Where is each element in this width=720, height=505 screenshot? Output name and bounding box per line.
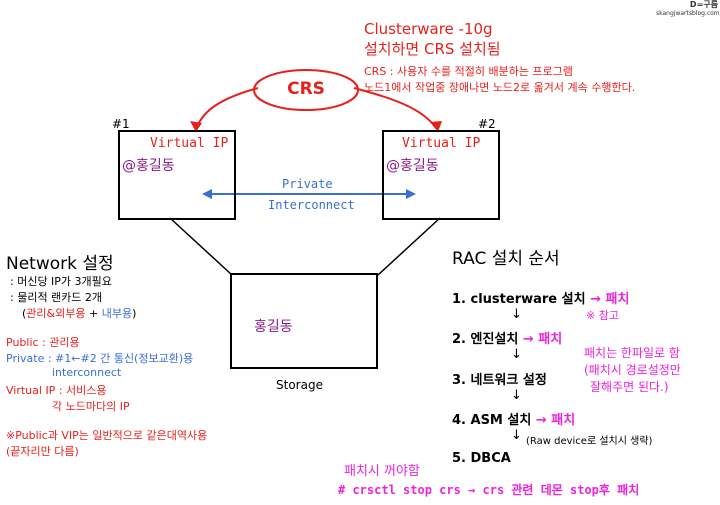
network-line2: : 물리적 랜카드 2개 — [10, 291, 103, 304]
rac-title: RAC 설치 순서 — [452, 249, 560, 269]
private-val: : #1←#2 간 통신(정보교환)용 — [44, 352, 194, 365]
rac-step-3: 3. 네트워크 설정 — [452, 373, 547, 388]
network-note-2: (끝자리만 다름) — [6, 445, 79, 458]
interconnect-label-2: Interconnect — [268, 198, 355, 212]
interconnect-label-1: Private — [282, 177, 333, 191]
network-line3: (관리&외부용 + 내부용) — [22, 305, 136, 321]
node1-storage-link — [169, 217, 233, 276]
corner-logo: D=구름 skangjwartsblog.com — [656, 0, 720, 18]
arrow-down-2: ↓ — [511, 347, 522, 362]
step2-note-1: 패치는 한파일로 함 — [584, 346, 680, 360]
public-line: Public : 관리용 — [6, 334, 80, 350]
nic-internal: 내부용 — [101, 307, 133, 320]
vip-key: Virtual IP — [6, 384, 56, 397]
step1-patch: → 패치 — [590, 292, 630, 307]
rac-step-2: 2. 엔진설치 → 패치 — [452, 328, 562, 347]
footer-command: # crsctl stop crs → crs 관련 데몬 stop후 패치 — [338, 483, 640, 497]
paren-close: ) — [132, 307, 137, 320]
nic-external: 관리&외부용 — [26, 307, 86, 320]
crs-label: CRS — [287, 79, 325, 99]
storage-owner: 홍길동 — [254, 319, 293, 335]
step2-note-2: (패치시 경로설정만 — [584, 363, 681, 377]
rac-step-5: 5. DBCA — [452, 451, 511, 466]
step1-note: ※ 참고 — [586, 309, 619, 322]
node2-storage-link — [377, 217, 441, 276]
node2-owner: @홍길동 — [386, 158, 439, 174]
private-key: Private — [6, 352, 45, 365]
private-line: Private : #1←#2 간 통신(정보교환)용 — [6, 350, 193, 366]
node1-tag: #1 — [112, 117, 130, 131]
network-title: Network 설정 — [6, 254, 114, 274]
public-val: : 관리용 — [38, 336, 80, 349]
arrow-down-3: ↓ — [511, 388, 522, 403]
logo-line2: skangjwartsblog.com — [656, 10, 720, 17]
logo-line1: D=구름 — [689, 0, 718, 9]
network-line1: : 머신당 IP가 3개필요 — [10, 275, 112, 288]
arrow-down-1: ↓ — [511, 307, 522, 322]
crs-description-1: CRS : 사용자 수를 적절히 배분하는 프로그램 — [364, 65, 573, 78]
step1-label: 1. clusterware 설치 — [452, 292, 586, 307]
rac-step-1: 1. clusterware 설치 → 패치 — [452, 288, 629, 307]
node1-box — [118, 130, 236, 220]
step2-label: 2. 엔진설치 — [452, 332, 519, 347]
node2-box — [382, 130, 500, 220]
storage-label: Storage — [276, 378, 323, 392]
private-val2: interconnect — [52, 366, 122, 379]
crs-arrow-node1 — [195, 87, 259, 131]
step4-label: 4. ASM 설치 — [452, 413, 532, 428]
vip-val2: 각 노드마다의 IP — [52, 400, 130, 413]
header-title: Clusterware -10g — [364, 20, 493, 38]
node2-tag: #2 — [478, 117, 496, 131]
network-note-1: ※Public과 VIP는 일반적으로 같은대역사용 — [6, 429, 208, 442]
vip-val: : 서비스용 — [55, 384, 107, 397]
storage-box — [230, 273, 378, 369]
crs-description-2: 노드1에서 작업중 장애나면 노드2로 옮겨서 계속 수행한다. — [364, 81, 636, 94]
public-key: Public — [6, 336, 39, 349]
node1-vip: Virtual IP — [150, 136, 229, 151]
node1-owner: @홍길동 — [122, 158, 175, 174]
footer-note: 패치시 꺼야함 — [344, 464, 420, 479]
step2-patch: → 패치 — [522, 332, 563, 347]
header-subtitle: 설치하면 CRS 설치됨 — [364, 40, 501, 58]
step2-note-3: 잘해주면 된다.) — [590, 380, 669, 394]
vip-line: Virtual IP : 서비스용 — [6, 382, 107, 398]
plus: + — [85, 307, 102, 320]
arrow-down-4: ↓ — [511, 428, 522, 443]
node2-vip: Virtual IP — [402, 136, 481, 151]
paren-open: ( — [22, 307, 27, 320]
step4-patch: → 패치 — [535, 413, 576, 428]
step4-note: (Raw device로 설치시 생략) — [526, 436, 653, 447]
rac-step-4: 4. ASM 설치 → 패치 — [452, 409, 575, 428]
